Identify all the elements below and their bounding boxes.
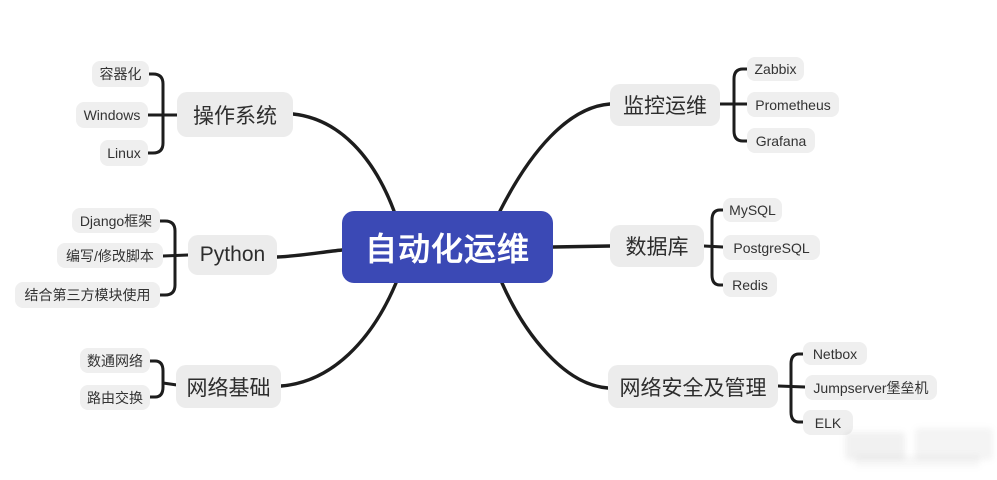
connector-root-netsec	[500, 281, 610, 390]
child-containerization[interactable]: 容器化	[92, 61, 149, 87]
child-prometheus[interactable]: Prometheus	[747, 92, 839, 117]
child-postgresql[interactable]: PostgreSQL	[723, 235, 820, 260]
child-linux[interactable]: Linux	[100, 140, 148, 166]
child-netbox[interactable]: Netbox	[803, 342, 867, 365]
bracket-netsec	[789, 352, 805, 424]
child-jumpserver[interactable]: Jumpserver堡垒机	[805, 375, 937, 400]
child-elk[interactable]: ELK	[803, 410, 853, 435]
connector-root-monitor	[498, 102, 612, 213]
branch-operating-system[interactable]: 操作系统	[177, 92, 293, 137]
child-zabbix[interactable]: Zabbix	[747, 57, 804, 81]
connector-root-python	[275, 248, 344, 259]
branch-network-security[interactable]: 网络安全及管理	[608, 365, 778, 408]
child-windows[interactable]: Windows	[76, 102, 148, 128]
bracket-netbasic	[148, 359, 165, 399]
bracket-db-stub	[702, 244, 725, 249]
branch-database[interactable]: 数据库	[610, 225, 704, 267]
connector-root-netbasic	[279, 281, 398, 388]
branch-monitoring-ops[interactable]: 监控运维	[610, 84, 720, 126]
bracket-python	[158, 219, 177, 297]
branch-python[interactable]: Python	[188, 235, 277, 275]
branch-network-basics[interactable]: 网络基础	[176, 365, 281, 408]
child-routing-switching[interactable]: 路由交换	[80, 385, 150, 410]
child-script-editing[interactable]: 编写/修改脚本	[57, 243, 163, 268]
connector-root-os	[291, 112, 396, 213]
root-node[interactable]: 自动化运维	[342, 211, 553, 283]
watermark-blur	[855, 455, 980, 467]
child-redis[interactable]: Redis	[723, 272, 777, 297]
bracket-netsec-stub	[776, 384, 807, 389]
connector-root-db	[551, 244, 612, 249]
child-third-party-modules[interactable]: 结合第三方模块使用	[15, 282, 160, 308]
child-datacom-network[interactable]: 数通网络	[80, 348, 150, 373]
child-django-framework[interactable]: Django框架	[72, 208, 160, 233]
bracket-python-stub	[161, 253, 190, 258]
watermark-blur	[845, 432, 905, 460]
bracket-netbasic-stub	[161, 381, 179, 387]
watermark-blur	[915, 428, 993, 460]
child-grafana[interactable]: Grafana	[747, 128, 815, 153]
child-mysql[interactable]: MySQL	[723, 198, 782, 222]
